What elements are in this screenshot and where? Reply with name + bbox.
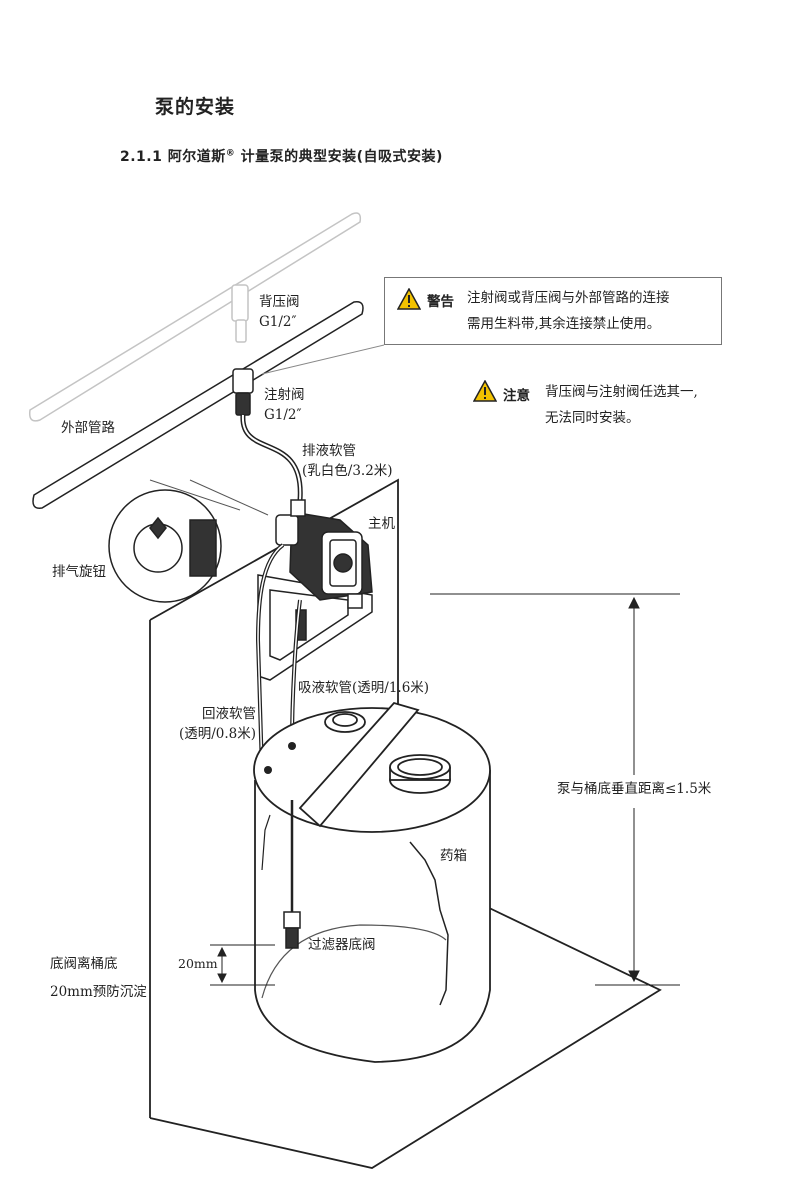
return-hose-label: 回液软管 (透明/0.8米) [178,706,256,742]
vertical-distance-dim [430,593,680,986]
main-unit-label: 主机 [368,516,395,532]
injection-valve-label: 注射阀 G1/2″ [264,387,305,423]
warning-triangle-icon [397,288,421,310]
tank-label: 药箱 [440,848,467,864]
injection-valve-part [232,368,254,416]
return-hose-port [264,766,272,774]
subtitle-number: 2.1.1 阿尔道斯 [120,149,226,165]
back-valve-label: 背压阀 G1/2″ [259,294,300,330]
suction-hose-port [288,742,296,750]
discharge-hose-label: 排液软管 (乳白色/3.2米) [302,443,393,479]
suction-hose-label: 吸液软管(透明/1.6米) [298,680,430,696]
page-title: 泵的安装 [155,96,236,118]
warning-tag: 警告 [427,294,454,310]
vent-knob-magnifier [108,479,269,603]
chemical-tank [253,701,491,1063]
subtitle-rest: 计量泵的典型安装(自吸式安装) [235,149,443,165]
external-pipe-label: 外部管路 [61,420,115,436]
dim-20mm-label: 20mm [178,956,218,971]
tank-cutaway [409,841,449,1006]
filter-foot-valve [283,911,301,949]
notice-line-1: 背压阀与注射阀任选其一, [545,384,698,400]
warning-leader [261,344,385,375]
warning-line-1: 注射阀或背压阀与外部管路的连接 [467,290,670,306]
registered-mark: ® [225,148,236,159]
notice-tag: 注意 [503,388,530,404]
warning-box: 警告 注射阀或背压阀与外部管路的连接 需用生料带,其余连接禁止使用。 [384,277,722,345]
warning-line-2: 需用生料带,其余连接禁止使用。 [467,316,661,332]
faded-pipe-alt [28,212,362,422]
notice-triangle-icon [473,380,497,402]
pump-main-unit [275,499,373,609]
vertical-distance-label: 泵与桶底垂直距离≤1.5米 [557,779,712,799]
notice-line-2: 无法同时安装。 [545,410,640,426]
bottom-valve-note: 底阀离桶底 20mm预防沉淀 [50,956,147,1000]
external-pipe [32,301,364,509]
vent-knob-label: 排气旋钮 [52,564,106,580]
wall-panel [149,478,399,1118]
filter-valve-label: 过滤器底阀 [308,937,376,953]
page-subtitle: 2.1.1 阿尔道斯® 计量泵的典型安装(自吸式安装) [120,146,443,166]
dim-20mm [210,944,275,986]
floor [149,904,662,1169]
